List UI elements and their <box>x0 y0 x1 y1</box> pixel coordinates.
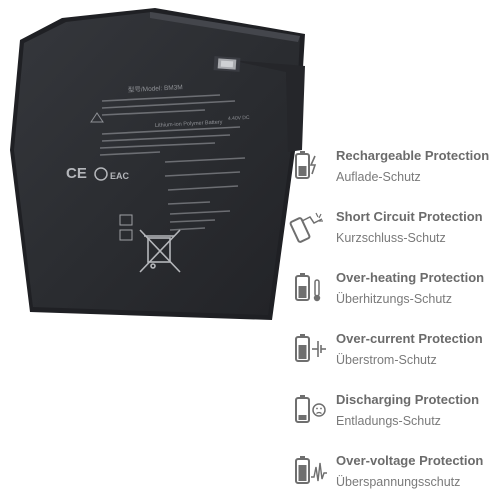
battery-connector <box>213 56 241 72</box>
feature-subtitle: Überhitzungs-Schutz <box>336 292 453 306</box>
recycle-mark-icon <box>119 214 133 226</box>
feature-title: Discharging Protection <box>336 392 480 407</box>
thermometer-battery-icon <box>295 273 321 302</box>
short-circuit-icon <box>289 212 323 243</box>
voltage-spike-battery-icon <box>295 456 327 484</box>
feature-title: Over-current Protection <box>336 331 483 346</box>
warning-triangle-icon <box>90 112 104 123</box>
sad-battery-icon <box>295 395 326 423</box>
feature-subtitle: Überstrom-Schutz <box>336 353 437 367</box>
weee-bin-icon <box>139 229 181 273</box>
feature-over-current: Over-current Protection Überstrom-Schutz <box>282 319 500 375</box>
current-battery-icon <box>295 334 326 362</box>
pb-mark-icon <box>119 229 133 241</box>
feature-subtitle: Überspannungsschutz <box>336 475 461 489</box>
feature-rechargeable: Rechargeable Protection Auflade-Schutz <box>282 136 500 192</box>
feature-discharging: Discharging Protection Entladungs-Schutz <box>282 380 500 436</box>
feature-over-voltage: Over-voltage Protection Überspannungssch… <box>282 441 500 497</box>
feature-subtitle: Kurzschluss-Schutz <box>336 231 446 245</box>
eac-mark: EAC <box>110 171 130 181</box>
feature-over-heating: Over-heating Protection Überhitzungs-Sch… <box>282 258 500 314</box>
battery-body <box>10 8 305 320</box>
feature-title: Rechargeable Protection <box>336 148 490 163</box>
ce-mark: CE <box>66 165 87 182</box>
battery-label: 型号/Model: BM3M Lithium-ion Polymer Batte… <box>66 82 250 273</box>
battery-charging-icon <box>295 151 317 179</box>
battery-product-text: Lithium-ion Polymer Battery <box>155 119 223 129</box>
cert-circle-icon <box>94 167 108 181</box>
feature-short-circuit: Short Circuit Protection Kurzschluss-Sch… <box>282 197 500 253</box>
battery-model-text: 型号/Model: BM3M <box>128 82 183 94</box>
feature-title: Short Circuit Protection <box>336 209 483 224</box>
feature-subtitle: Entladungs-Schutz <box>336 414 441 428</box>
feature-title: Over-voltage Protection <box>336 453 484 468</box>
feature-subtitle: Auflade-Schutz <box>336 170 421 184</box>
feature-list: Rechargeable Protection Auflade-Schutz S… <box>282 118 500 500</box>
battery-voltage-text: 4.40V DC <box>228 115 250 122</box>
feature-title: Over-heating Protection <box>336 270 485 285</box>
battery-photo: 型号/Model: BM3M Lithium-ion Polymer Batte… <box>10 8 305 320</box>
